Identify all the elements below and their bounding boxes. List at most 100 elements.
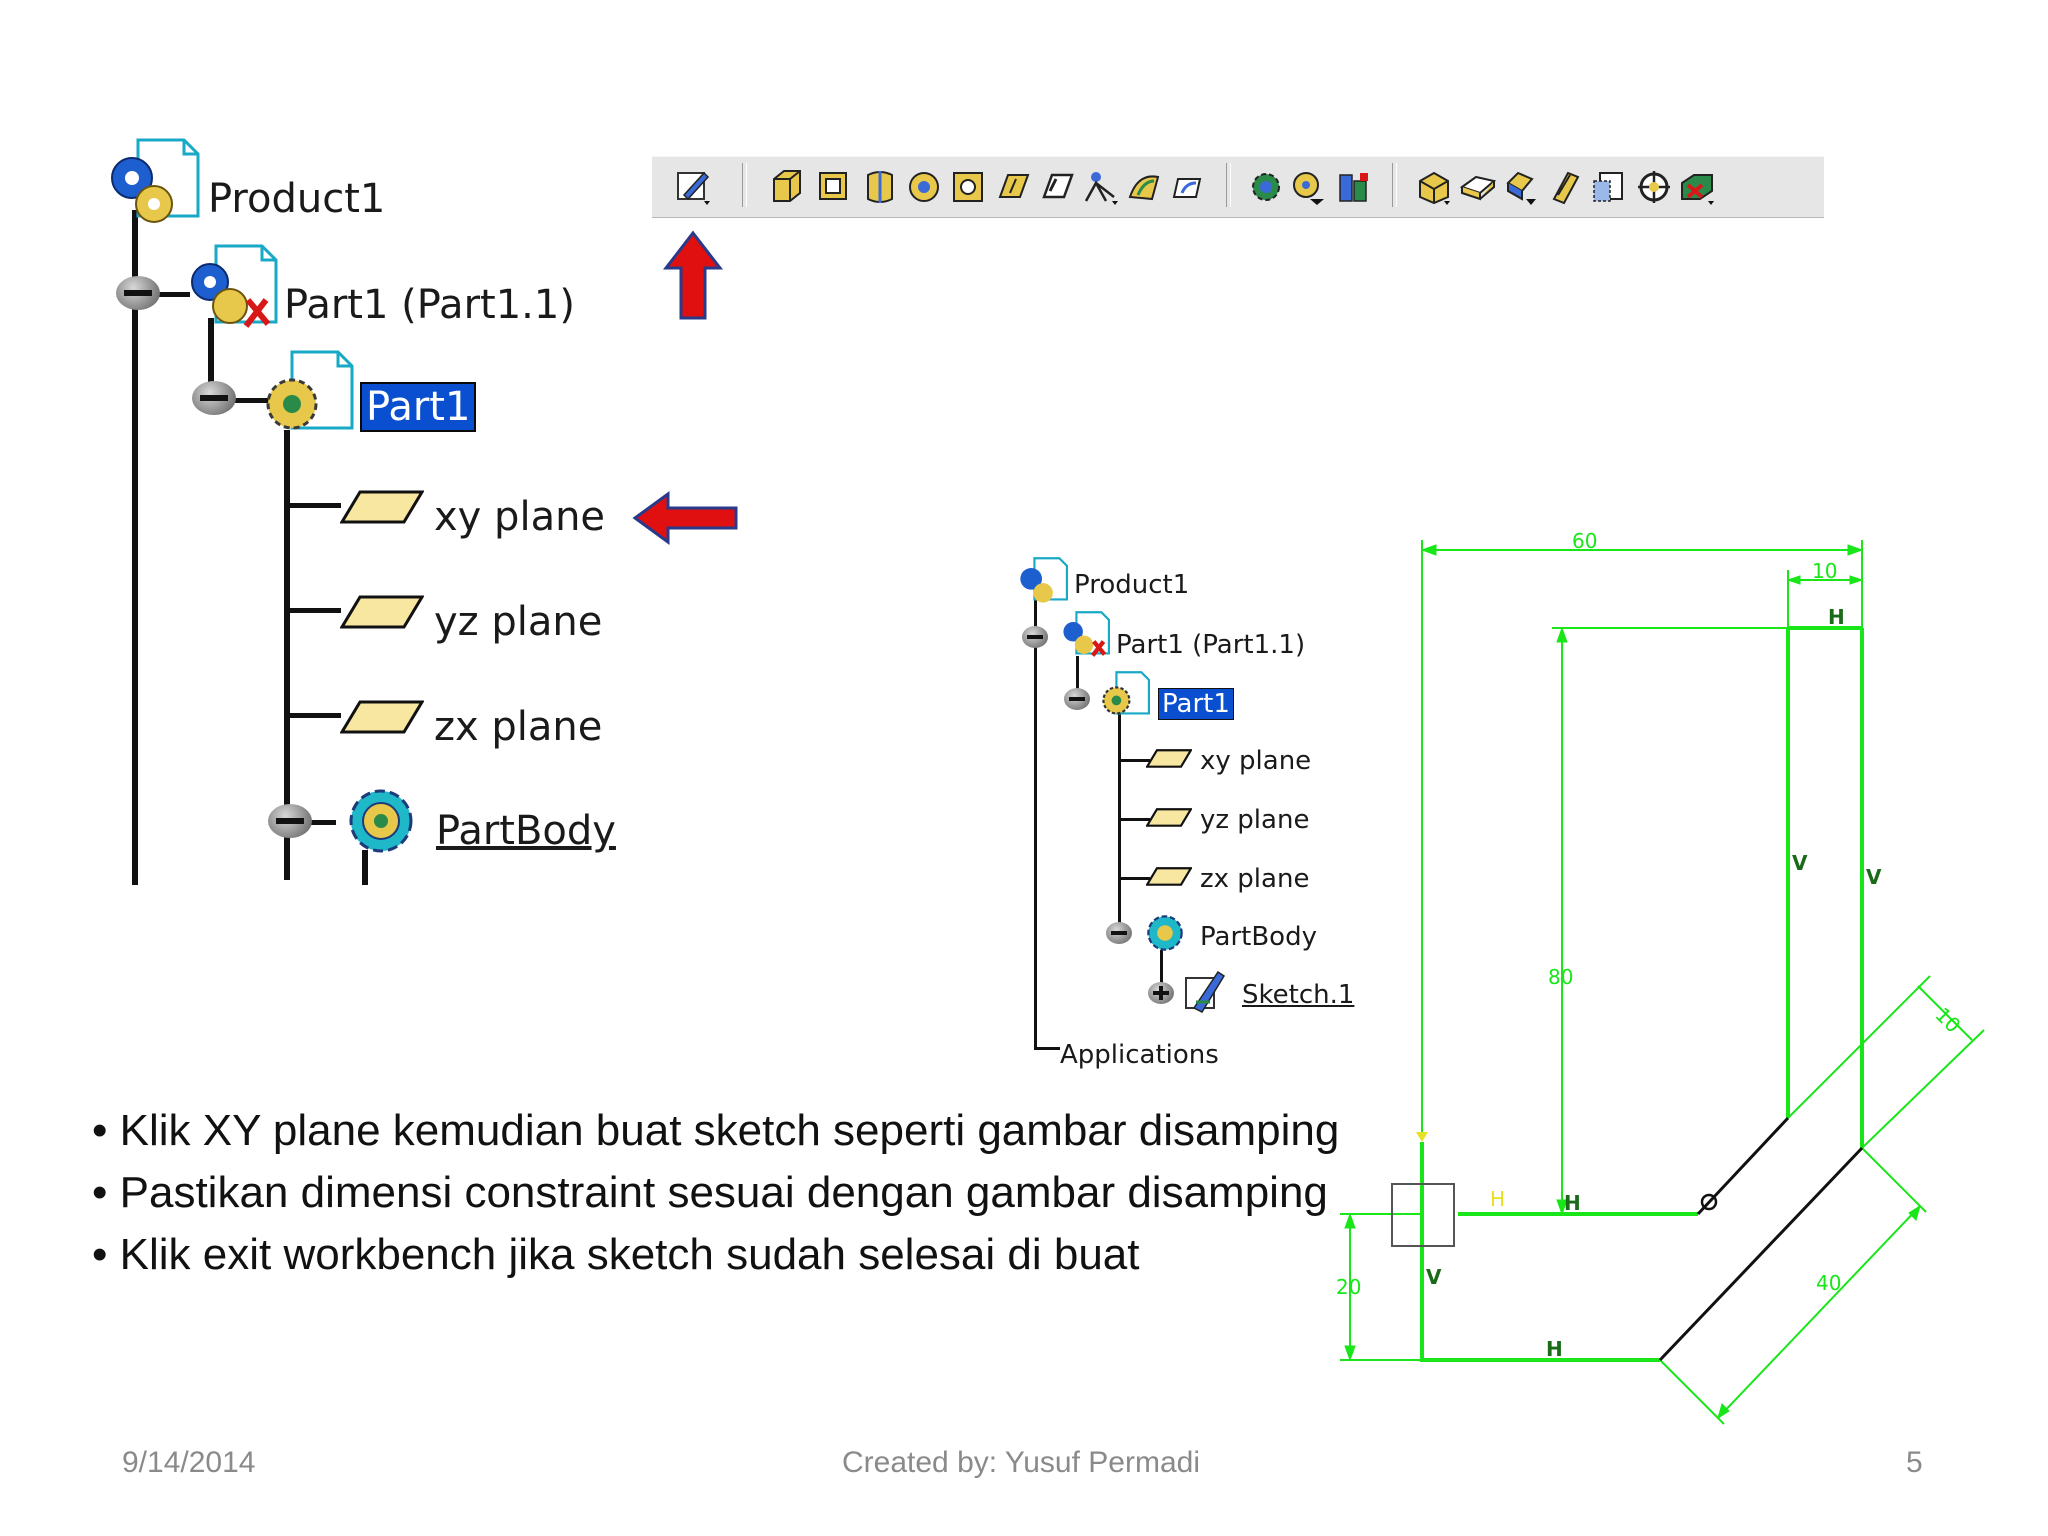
expand-toggle-icon[interactable] [1148, 982, 1174, 1004]
hole-icon[interactable] [946, 165, 990, 209]
tree-trunk-line [1034, 596, 1037, 1050]
thread-icon[interactable] [1500, 165, 1544, 209]
instruction-item: • Klik XY plane kemudian buat sketch sep… [92, 1106, 1340, 1155]
constraint-h: H [1828, 605, 1845, 629]
tree-branch-line [1118, 714, 1121, 936]
profile-line-outer-diagonal [1658, 1146, 1864, 1362]
plane-icon[interactable] [340, 593, 424, 633]
dim-label-20: 20 [1336, 1275, 1361, 1299]
tree-node-zx-plane[interactable]: zx plane [1200, 864, 1310, 894]
apply-material-icon[interactable] [1676, 165, 1720, 209]
tree-branch-line [284, 430, 290, 880]
tree-node-partbody[interactable]: PartBody [1200, 922, 1317, 952]
tree-trunk-line [132, 210, 138, 885]
draft-icon[interactable] [1332, 165, 1376, 209]
measure-icon[interactable] [1632, 165, 1676, 209]
tree-node-product1[interactable]: Product1 [208, 176, 386, 222]
product-icon[interactable] [104, 136, 200, 228]
dim-line-10-diag [1917, 985, 1973, 1041]
groove-icon[interactable] [902, 165, 946, 209]
tree-branch-line [362, 850, 368, 885]
dim-line-40 [1717, 1205, 1921, 1419]
thickness-icon[interactable] [1456, 165, 1500, 209]
collapse-toggle-icon[interactable] [1022, 626, 1048, 648]
constraint-v: V [1426, 1265, 1442, 1289]
footer-author: Created by: Yusuf Permadi [842, 1446, 1200, 1479]
tree-node-xy-plane[interactable]: xy plane [434, 494, 606, 540]
tree-branch-line [286, 503, 341, 508]
constraint-h: H [1546, 1337, 1563, 1361]
tree-branch-line [286, 608, 341, 613]
tree-branch-line [1160, 950, 1163, 996]
tree-node-part1-selected[interactable]: Part1 [1158, 688, 1234, 720]
instruction-list: • Klik XY plane kemudian buat sketch sep… [92, 1100, 1339, 1286]
constraint-v: V [1866, 865, 1882, 889]
sketch-origin-box [1391, 1183, 1455, 1247]
shaft-icon[interactable] [858, 165, 902, 209]
plane-icon[interactable] [1146, 748, 1192, 770]
tree-branch-line [210, 398, 270, 403]
tree-branch-line [208, 318, 214, 398]
tree-node-xy-plane[interactable]: xy plane [1200, 746, 1312, 776]
tree-branch-line [1120, 877, 1150, 880]
collapse-toggle-icon[interactable] [268, 804, 312, 838]
tree-node-part1-selected[interactable]: Part1 [360, 382, 477, 432]
instruction-text: Pastikan dimensi constraint sesuai denga… [119, 1168, 1328, 1217]
plane-icon[interactable] [1146, 866, 1192, 888]
product-icon[interactable] [1016, 556, 1068, 606]
plane-icon[interactable] [340, 698, 424, 738]
tree-branch-line [286, 713, 341, 718]
tree-node-sketch1[interactable]: Sketch.1 [1242, 980, 1355, 1010]
collapse-toggle-icon[interactable] [1106, 922, 1132, 944]
collapse-toggle-icon[interactable] [1064, 688, 1090, 710]
sketch-icon[interactable] [1182, 966, 1232, 1014]
shell-icon[interactable] [1412, 165, 1456, 209]
assemble-icon[interactable] [1588, 165, 1632, 209]
up-arrow-icon [662, 230, 724, 320]
dim-label-40: 40 [1816, 1271, 1841, 1295]
partbody-gear-icon[interactable] [1140, 908, 1190, 958]
instruction-item: • Klik exit workbench jika sketch sudah … [92, 1230, 1140, 1279]
dim-label-60: 60 [1572, 530, 1597, 553]
part-instance-icon[interactable] [182, 242, 278, 334]
tree-node-part-instance[interactable]: Part1 (Part1.1) [1116, 630, 1306, 660]
part-icon[interactable] [258, 348, 354, 440]
toolbar-separator [1226, 163, 1231, 207]
chamfer-icon[interactable] [1288, 165, 1332, 209]
part-icon[interactable] [1098, 670, 1150, 720]
multi-sections-solid-icon[interactable] [1122, 165, 1166, 209]
stiffener-icon[interactable] [1080, 165, 1124, 209]
constraint-h: H [1564, 1191, 1581, 1215]
left-arrow-icon [632, 491, 738, 545]
pad-icon[interactable] [764, 165, 808, 209]
tree-node-yz-plane[interactable]: yz plane [1200, 805, 1310, 835]
constraint-h-axis: H [1490, 1187, 1505, 1211]
instruction-item: • Pastikan dimensi constraint sesuai den… [92, 1168, 1328, 1217]
slot-icon[interactable] [1036, 165, 1080, 209]
sketcher-icon[interactable] [672, 165, 716, 209]
collapse-toggle-icon[interactable] [192, 381, 236, 415]
tree-branch-line [1120, 759, 1150, 762]
partbody-gear-icon[interactable] [336, 776, 426, 866]
tree-node-part-instance[interactable]: Part1 (Part1.1) [284, 282, 575, 328]
edge-fillet-icon[interactable] [1244, 165, 1288, 209]
constraint-v: V [1792, 851, 1808, 875]
tree-node-zx-plane[interactable]: zx plane [434, 704, 603, 750]
tree-branch-line [1076, 656, 1079, 698]
tree-branch-line [1120, 818, 1150, 821]
tree-node-partbody[interactable]: PartBody [436, 808, 616, 854]
collapse-toggle-icon[interactable] [116, 276, 160, 310]
tree-node-yz-plane[interactable]: yz plane [434, 599, 603, 645]
removed-multi-sections-solid-icon[interactable] [1166, 165, 1210, 209]
rib-icon[interactable] [992, 165, 1036, 209]
tree-branch-line [1034, 1047, 1060, 1050]
tree-branch-line [140, 292, 190, 297]
part-design-toolbar [652, 156, 1824, 218]
part-instance-icon[interactable] [1058, 610, 1110, 660]
pocket-icon[interactable] [812, 165, 856, 209]
plane-icon[interactable] [1146, 807, 1192, 829]
plane-icon[interactable] [340, 488, 424, 528]
tree-node-product1[interactable]: Product1 [1074, 570, 1190, 600]
tree-node-applications[interactable]: Applications [1060, 1040, 1219, 1070]
boolean-icon[interactable] [1544, 165, 1588, 209]
